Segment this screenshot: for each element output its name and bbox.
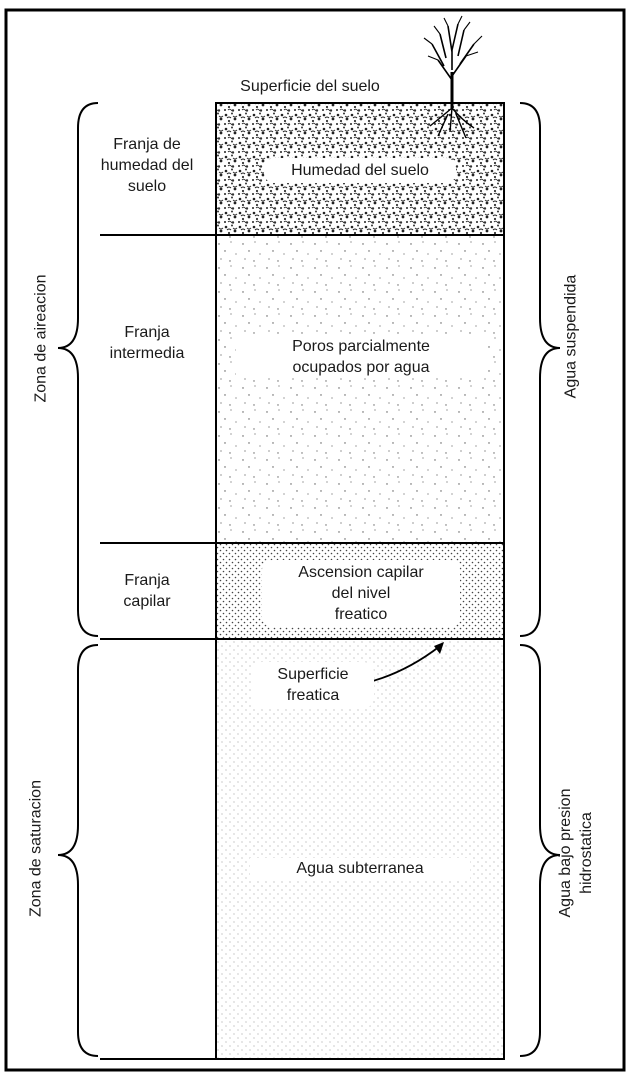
fringe-soil-moisture-label: Franja de humedad del suelo bbox=[100, 136, 194, 195]
surface-label: Superficie del suelo bbox=[240, 78, 380, 95]
hydrostatic-water-label: Agua bajo presion hidrostatica bbox=[557, 788, 595, 918]
tree-icon bbox=[423, 15, 483, 139]
pores-label: Poros parcialmente ocupados por agua bbox=[236, 336, 486, 378]
brace-saturation bbox=[57, 644, 99, 1057]
zone-saturation-label: Zona de saturacion bbox=[27, 780, 45, 917]
intermediate-layer bbox=[216, 235, 504, 543]
soil-moisture-label: Humedad del suelo bbox=[264, 158, 456, 183]
saturation-layer bbox=[216, 639, 504, 1059]
arrow-head-icon bbox=[434, 642, 444, 654]
zone-aeration-label: Zona de aireacion bbox=[32, 274, 50, 403]
suspended-water-label: Agua suspendida bbox=[562, 274, 580, 399]
capillary-rise-label: Ascension capilar del nivel freatico bbox=[262, 560, 460, 627]
fringe-capillary-label: Franja capilar bbox=[123, 572, 171, 610]
brace-aeration bbox=[57, 102, 99, 637]
brace-suspended bbox=[519, 102, 561, 637]
brace-hydrostatic bbox=[519, 644, 561, 1057]
groundwater-label: Agua subterranea bbox=[250, 858, 470, 879]
water-table-label: Superficie freatica bbox=[252, 662, 374, 708]
outer-frame bbox=[4, 8, 626, 1072]
fringe-intermediate-label: Franja intermedia bbox=[109, 324, 185, 362]
